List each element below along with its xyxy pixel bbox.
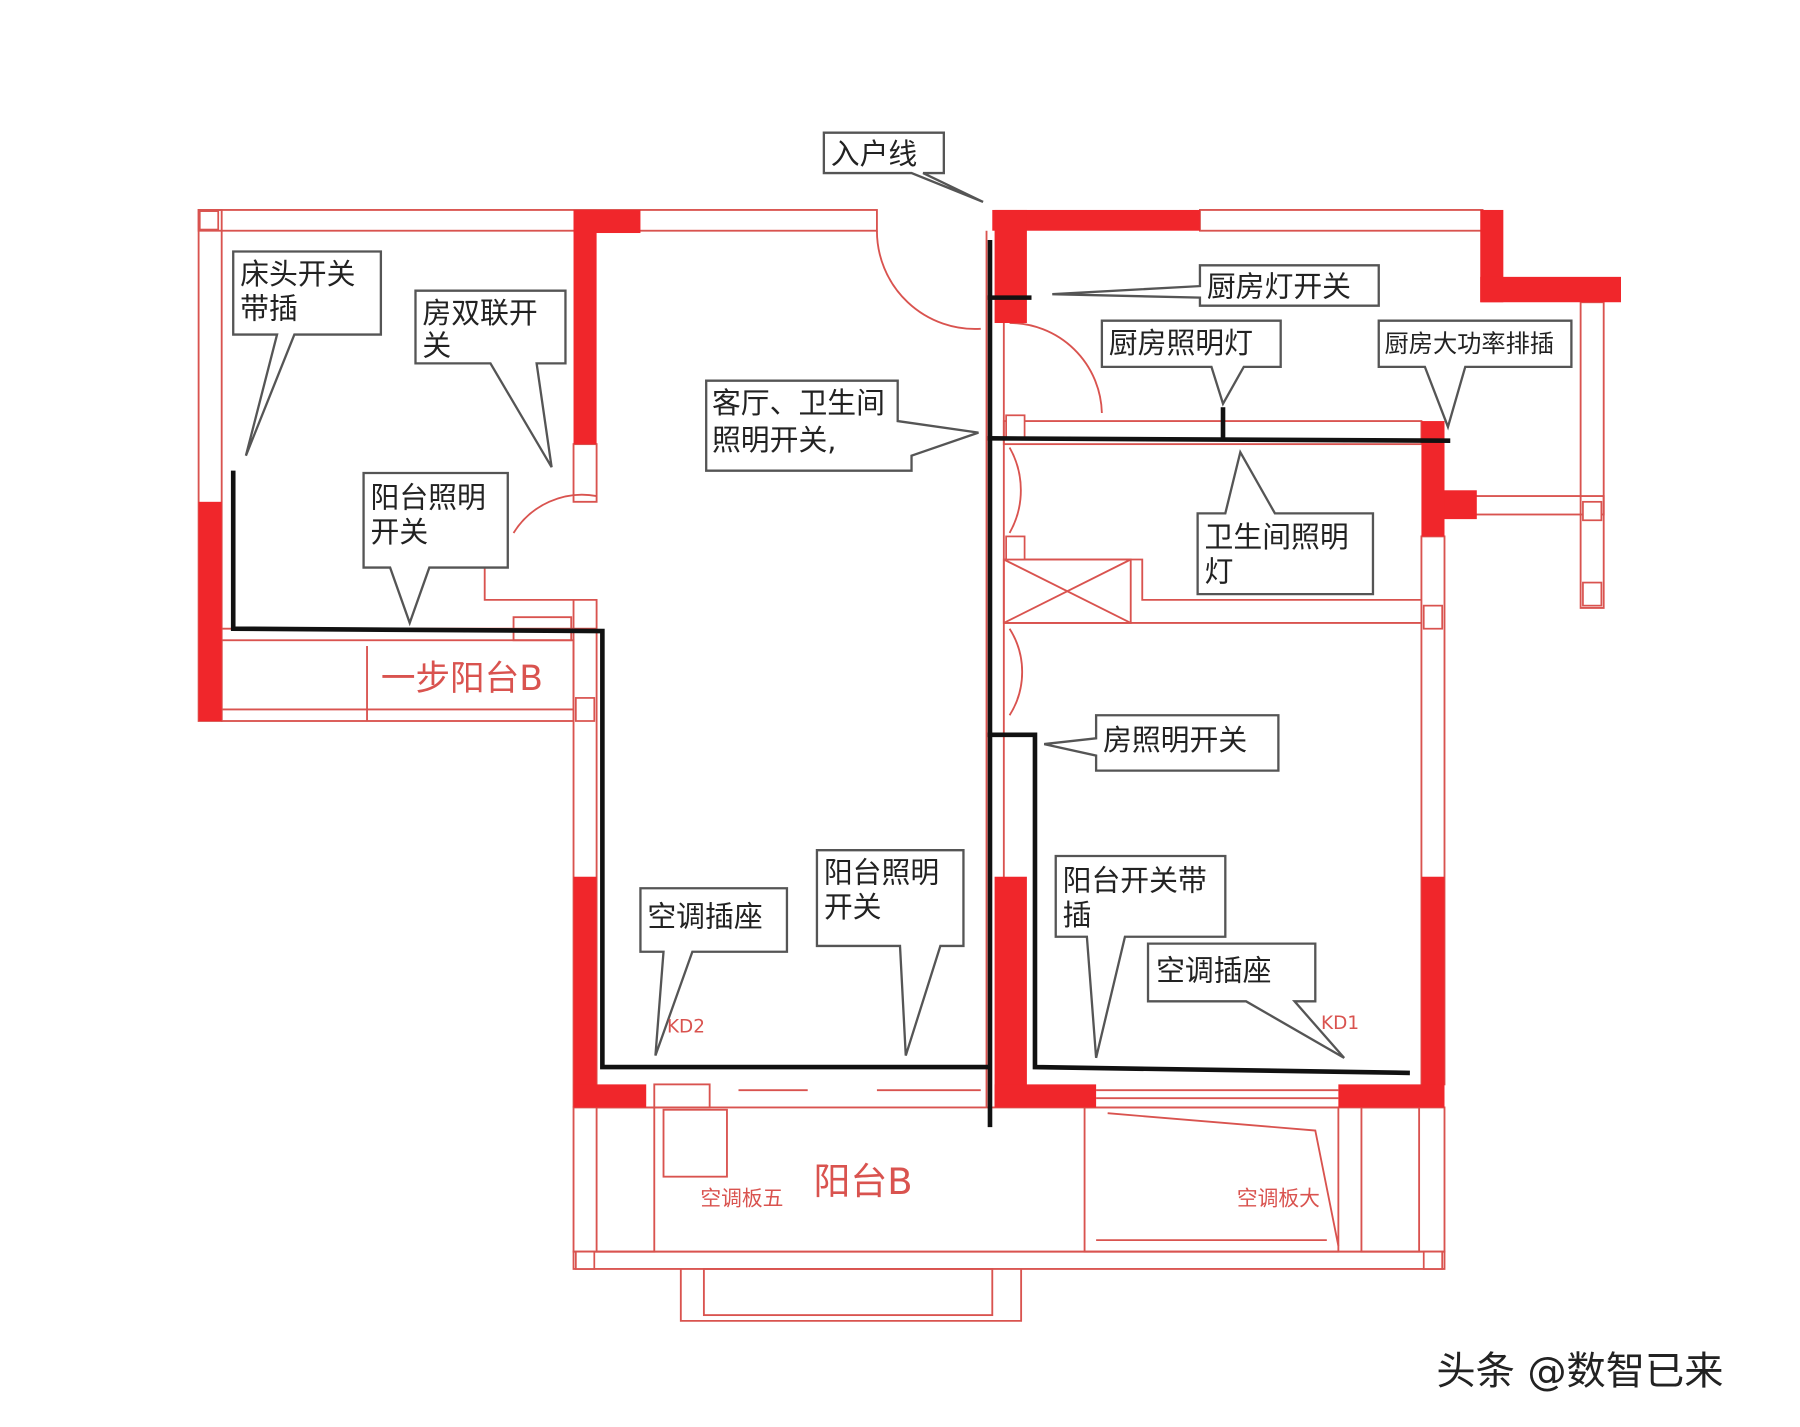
svg-text:空调插座: 空调插座 — [1156, 954, 1271, 988]
callout-balcony-switch-socket: 阳台开关带 插 — [1054, 854, 1227, 1059]
svg-text:房照明开关: 房照明开关 — [1103, 723, 1247, 757]
svg-text:关: 关 — [422, 328, 451, 362]
callout-balcony-light-switch-left: 阳台照明 开关 — [362, 471, 509, 627]
label-ac-board-left: 空调板五 — [700, 1187, 783, 1211]
svg-text:开关: 开关 — [370, 515, 428, 549]
callout-bedside-switch: 床头开关 带插 — [232, 250, 383, 457]
svg-text:带插: 带插 — [240, 291, 298, 325]
callout-room-light-switch: 房照明开关 — [1043, 714, 1280, 772]
hatched-columns — [198, 210, 1603, 1270]
svg-text:空调插座: 空调插座 — [647, 899, 762, 933]
callout-kitchen-light-switch: 厨房灯开关 — [1052, 264, 1380, 307]
svg-text:照明开关,: 照明开关, — [712, 423, 836, 457]
callout-entry-line: 入户线 — [822, 131, 984, 203]
watermark: 头条 @数智已来 — [1436, 1349, 1723, 1394]
svg-text:插: 插 — [1063, 898, 1092, 932]
svg-text:阳台开关带: 阳台开关带 — [1063, 864, 1207, 898]
callout-ac-socket-right: 空调插座 — [1146, 942, 1346, 1059]
callout-ac-socket-left: 空调插座 — [639, 887, 789, 1056]
callout-balcony-light-switch-mid: 阳台照明 开关 — [815, 849, 965, 1056]
svg-text:入户线: 入户线 — [831, 137, 918, 171]
svg-text:卫生间照明: 卫生间照明 — [1205, 520, 1349, 554]
label-small-balcony: 一步阳台B — [381, 659, 543, 699]
label-balcony: 阳台B — [813, 1160, 912, 1203]
callout-double-switch: 房双联开 关 — [414, 289, 567, 468]
svg-text:灯: 灯 — [1205, 554, 1234, 588]
callout-kitchen-power-strip: 厨房大功率排插 — [1377, 319, 1573, 431]
label-kd1: KD1 — [1321, 1013, 1359, 1034]
label-kd2: KD2 — [667, 1016, 705, 1037]
callout-kitchen-light: 厨房照明灯 — [1100, 319, 1282, 407]
svg-text:阳台照明: 阳台照明 — [370, 481, 485, 515]
svg-text:厨房大功率排插: 厨房大功率排插 — [1385, 330, 1555, 358]
load-bearing-walls — [198, 209, 1621, 1108]
wiring — [230, 239, 1451, 1128]
svg-text:床头开关: 床头开关 — [240, 257, 355, 291]
callout-living-bath-switch: 客厅、卫生间 照明开关, — [705, 379, 979, 472]
svg-text:房双联开: 房双联开 — [422, 296, 537, 330]
svg-text:阳台照明: 阳台照明 — [824, 856, 939, 890]
svg-text:客厅、卫生间: 客厅、卫生间 — [712, 386, 885, 420]
label-ac-board-right: 空调板大 — [1237, 1187, 1320, 1211]
callout-bathroom-light: 卫生间照明 灯 — [1196, 449, 1375, 596]
svg-text:厨房灯开关: 厨房灯开关 — [1207, 269, 1351, 303]
cad-labels: 一步阳台B 阳台B 空调板五 空调板大 KD2 KD1 — [381, 659, 1359, 1211]
svg-text:厨房照明灯: 厨房照明灯 — [1109, 326, 1253, 360]
svg-text:开关: 开关 — [824, 890, 882, 924]
cad-walls — [197, 209, 1605, 1322]
